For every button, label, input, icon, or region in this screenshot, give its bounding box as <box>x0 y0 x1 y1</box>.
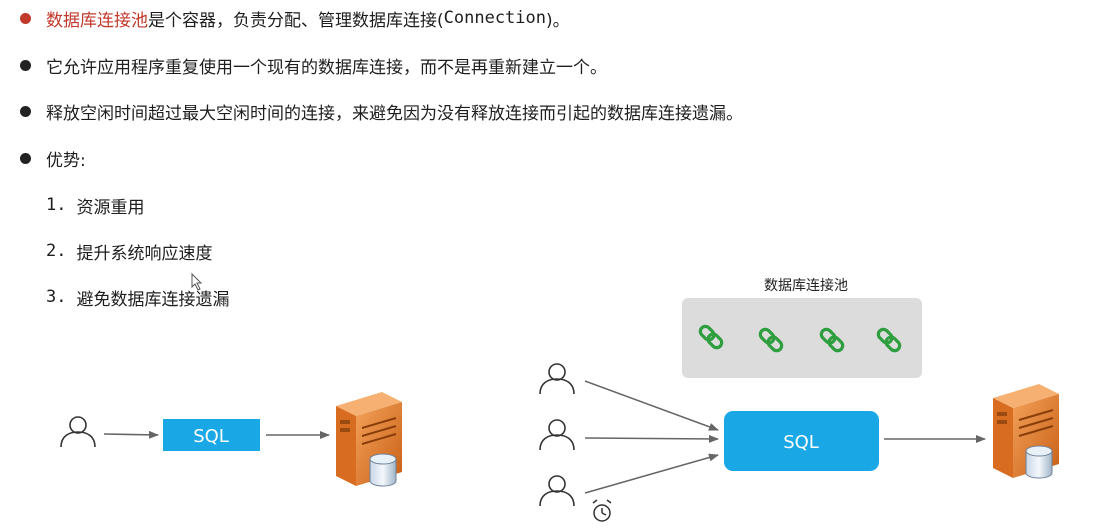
advantage-text: 资源重用 <box>76 197 145 218</box>
advantage-text: 提升系统响应速度 <box>76 243 213 264</box>
arrow <box>103 430 159 439</box>
connection-pool-box <box>682 298 922 378</box>
bullet-text: 释放空闲时间超过最大空闲时间的连接，来避免因为没有释放连接而引起的数据库连接遗漏… <box>46 103 743 124</box>
mouse-cursor <box>191 272 203 291</box>
database-icon <box>1025 445 1053 479</box>
advantage-number: 2. <box>46 241 67 261</box>
advantage-item: 1. 资源重用 <box>46 191 144 219</box>
user-icon <box>539 475 575 507</box>
pool-title: 数据库连接池 <box>764 277 848 294</box>
advantage-number: 3. <box>46 287 67 307</box>
advantage-text: 避免数据库连接遗漏 <box>76 289 230 310</box>
advantage-number: 1. <box>46 195 67 215</box>
bullet-connection-pool: 数据库连接池 是个容器，负责分配、管理数据库连接( Connection )。 <box>20 3 570 33</box>
arrow <box>584 380 719 431</box>
bullet-advantages: 优势: <box>20 143 86 173</box>
bullet-code: Connection <box>443 8 546 28</box>
term-connection-pool: 数据库连接池 <box>46 10 148 31</box>
sql-label-right: SQL <box>783 432 819 453</box>
user-icon <box>539 363 575 395</box>
bullet-dot <box>20 105 31 117</box>
user-icon <box>60 416 96 448</box>
bullet-dot <box>20 152 31 164</box>
sql-box-left <box>163 419 260 451</box>
bullet-reuse: 它允许应用程序重复使用一个现有的数据库连接，而不是再重新建立一个。 <box>20 50 607 80</box>
bullet-tail: )。 <box>546 10 570 31</box>
bullet-text: 优势: <box>46 150 86 171</box>
bullet-dot <box>20 59 31 71</box>
arrow <box>584 434 719 443</box>
bullet-text: 是个容器，负责分配、管理数据库连接( <box>148 10 444 31</box>
alarm-clock-icon <box>592 499 612 522</box>
advantage-item: 3. 避免数据库连接遗漏 <box>46 283 229 311</box>
bullet-release: 释放空闲时间超过最大空闲时间的连接，来避免因为没有释放连接而引起的数据库连接遗漏… <box>20 96 743 126</box>
sql-label-left: SQL <box>193 426 229 447</box>
bullet-text: 它允许应用程序重复使用一个现有的数据库连接，而不是再重新建立一个。 <box>46 57 607 78</box>
arrow <box>584 453 719 494</box>
sql-box-right <box>724 411 879 471</box>
user-icon <box>539 419 575 451</box>
advantage-item: 2. 提升系统响应速度 <box>46 237 212 265</box>
database-icon <box>369 453 397 487</box>
bullet-dot <box>20 12 31 24</box>
